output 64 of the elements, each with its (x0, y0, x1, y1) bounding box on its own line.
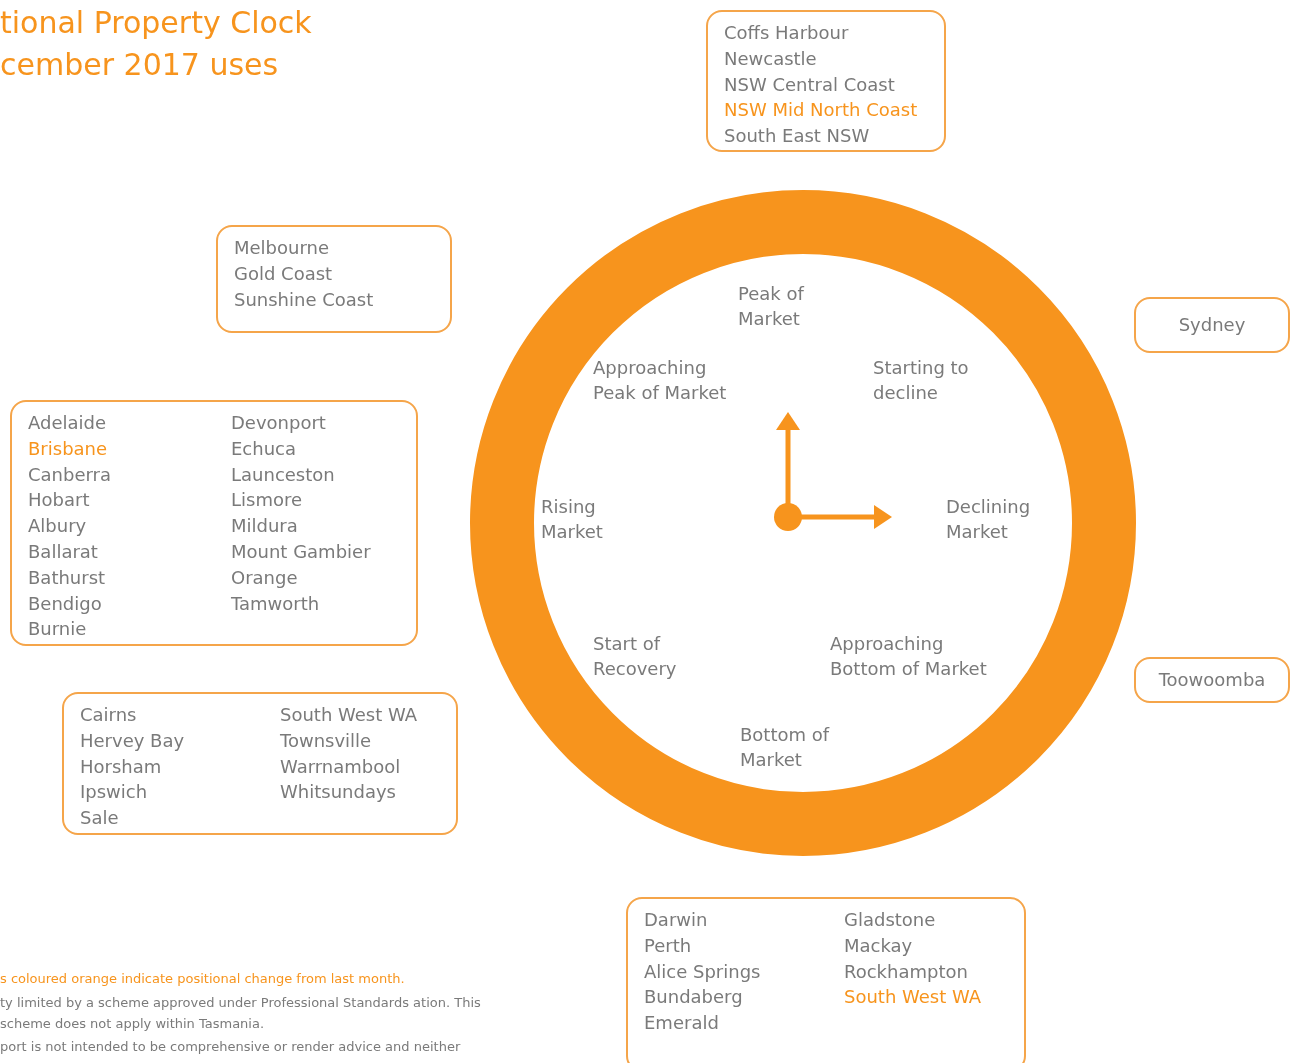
city-name: Toowoomba (1157, 667, 1267, 692)
stage-label: Start of Recovery (593, 632, 678, 681)
city-name: Tamworth (231, 591, 321, 616)
city-name: Orange (231, 565, 299, 590)
city-name: Warrnambool (280, 754, 402, 779)
city-list-box (1134, 297, 1290, 353)
city-name: Brisbane (28, 436, 109, 461)
city-name: Devonport (231, 411, 327, 435)
stage-label: Approaching Peak of Market (593, 356, 728, 405)
city-name: Albury (28, 514, 88, 539)
stage-label: Declining Market (946, 495, 1032, 544)
stage-label: Peak of Market (738, 282, 806, 331)
city-name: South East NSW (724, 124, 871, 149)
footnote-text: s coloured orange indicate positional change from last month. (0, 970, 406, 988)
stage-label: Starting to decline (873, 356, 970, 405)
city-name: Ballarat (28, 540, 99, 564)
city-name: Mackay (844, 933, 914, 958)
city-list-box (626, 897, 1026, 1063)
city-name: Launceston (231, 462, 336, 487)
city-name: Gold Coast (234, 261, 334, 286)
city-list-box (1134, 657, 1290, 703)
footnote-text: port is not intended to be comprehensive or render advice and neither (0, 1038, 462, 1056)
city-name: Cairns (80, 703, 138, 727)
city-name: Bendigo (28, 591, 103, 616)
city-list-box (10, 400, 418, 646)
city-name: Burnie (28, 617, 88, 642)
city-name: Bundaberg (644, 985, 744, 1010)
city-name: Adelaide (28, 411, 108, 435)
stage-label: Approaching Bottom of Market (830, 632, 988, 681)
city-name: South West WA (844, 985, 982, 1010)
city-name: Townsville (280, 728, 373, 753)
city-name: Whitsundays (280, 780, 397, 805)
city-name: Sunshine Coast (234, 287, 374, 312)
stage-label: Rising Market (541, 495, 604, 544)
stage-label: Bottom of Market (740, 723, 831, 772)
footnote-text: ty limited by a scheme approved under Professional Standards ation. This scheme does not apply within Tasmania. (0, 994, 482, 1033)
city-name: Hervey Bay (80, 728, 185, 753)
city-name: Sydney (1177, 312, 1247, 337)
city-list-box (706, 10, 946, 152)
city-name: Mildura (231, 514, 299, 539)
city-name: Melbourne (234, 236, 331, 260)
city-name: Sale (80, 806, 120, 831)
title: tional Property Clock cember 2017 uses (0, 4, 313, 84)
city-name: Horsham (80, 754, 163, 779)
city-name: Lismore (231, 488, 304, 513)
city-name: Darwin (644, 908, 709, 932)
city-name: Coffs Harbour (724, 21, 850, 45)
city-name: Ipswich (80, 780, 149, 805)
city-name: NSW Mid North Coast (724, 98, 918, 123)
city-name: Perth (644, 933, 693, 958)
city-name: Bathurst (28, 565, 107, 590)
city-name: Echuca (231, 436, 297, 461)
city-name: South West WA (280, 703, 418, 727)
city-name: Alice Springs (644, 959, 761, 984)
city-name: Hobart (28, 488, 91, 513)
city-name: Canberra (28, 462, 112, 487)
city-name: Gladstone (844, 908, 937, 932)
city-name: Emerald (644, 1011, 720, 1036)
city-name: NSW Central Coast (724, 72, 896, 97)
city-name: Rockhampton (844, 959, 969, 984)
city-list-box (216, 225, 452, 333)
city-name: Mount Gambier (231, 540, 371, 564)
city-name: Newcastle (724, 46, 818, 71)
city-list-box (62, 692, 458, 835)
